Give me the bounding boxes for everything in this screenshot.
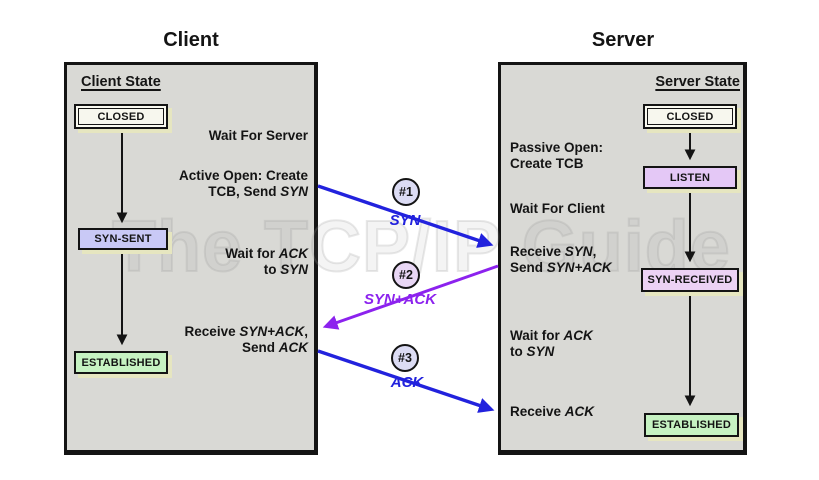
client-state-established: ESTABLISHED xyxy=(74,351,168,374)
note-line: to SYN xyxy=(510,344,555,359)
server-state-header: Server State xyxy=(655,74,740,90)
note-line: Wait For Client xyxy=(510,201,605,216)
server-state-listen: LISTEN xyxy=(643,166,737,189)
note-line: Send SYN+ACK xyxy=(510,260,612,275)
client-note-wait-for-server: Wait For Server xyxy=(209,128,308,144)
server-state-closed: CLOSED xyxy=(643,104,737,129)
client-note-active-open: Active Open: Create TCB, Send SYN xyxy=(179,168,308,200)
server-note-wait-for-client: Wait For Client xyxy=(510,201,605,217)
server-title: Server xyxy=(591,29,655,51)
note-line: Wait for ACK xyxy=(510,328,593,343)
client-title: Client xyxy=(163,29,219,51)
note-line: Receive ACK xyxy=(510,404,595,419)
message-3-label: ACK xyxy=(390,374,424,391)
note-line: Receive SYN+ACK, xyxy=(184,324,308,339)
client-state-header: Client State xyxy=(81,74,161,90)
note-line: to SYN xyxy=(263,262,308,277)
server-state-syn-received: SYN-RECEIVED xyxy=(641,268,739,292)
server-note-passive-open: Passive Open: Create TCB xyxy=(510,140,603,172)
message-2-label: SYN+ACK xyxy=(363,291,437,308)
note-line: Create TCB xyxy=(510,156,584,171)
client-state-closed: CLOSED xyxy=(74,104,168,129)
note-line: Wait For Server xyxy=(208,128,308,143)
server-note-wait-for-ack: Wait for ACK to SYN xyxy=(510,328,593,360)
note-line: Wait for ACK xyxy=(225,246,308,261)
server-note-receive-ack: Receive ACK xyxy=(510,404,594,420)
message-2-circle: #2 xyxy=(392,261,420,289)
note-line: Passive Open: xyxy=(510,140,604,155)
note-line: Active Open: Create xyxy=(178,168,308,183)
server-note-receive-syn: Receive SYN, Send SYN+ACK xyxy=(510,244,612,276)
client-note-receive-synack: Receive SYN+ACK, Send ACK xyxy=(185,324,308,356)
server-state-established: ESTABLISHED xyxy=(644,413,739,437)
note-line: TCB, Send SYN xyxy=(208,184,308,199)
note-line: Send ACK xyxy=(241,340,308,355)
client-state-syn-sent: SYN-SENT xyxy=(78,228,168,250)
message-3-circle: #3 xyxy=(391,344,419,372)
message-1-circle: #1 xyxy=(392,178,420,206)
client-note-wait-for-ack: Wait for ACK to SYN xyxy=(225,246,308,278)
message-1-label: SYN xyxy=(389,212,421,229)
note-line: Receive SYN, xyxy=(510,244,597,259)
